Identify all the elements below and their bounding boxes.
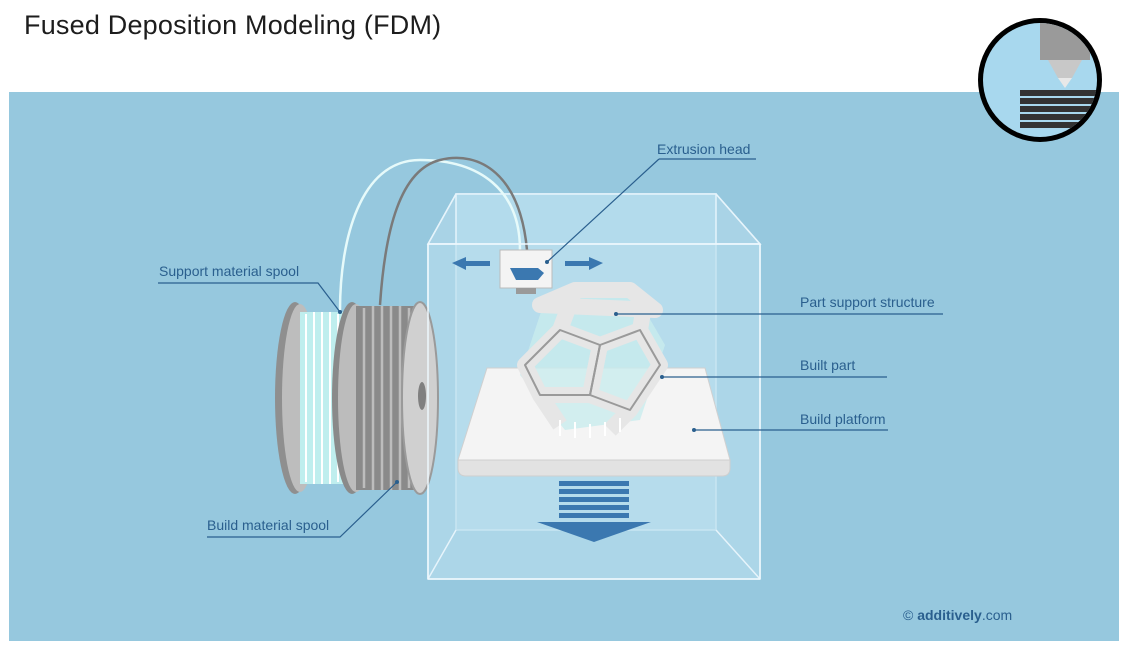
left-arrow-icon (452, 257, 490, 270)
extrusion-head (499, 249, 553, 294)
label-extrusion-head: Extrusion head (657, 141, 751, 157)
brand-suffix: .com (981, 607, 1013, 623)
credit-link[interactable]: © additively.com (903, 607, 1012, 623)
label-built-part: Built part (800, 357, 856, 373)
right-arrow-icon (565, 257, 603, 270)
label-build-spool: Build material spool (207, 517, 330, 533)
brand-name: additively (917, 607, 982, 623)
nozzle-detail-icon (978, 18, 1102, 142)
copyright-symbol: © (903, 607, 914, 623)
build-spool (332, 301, 439, 495)
built-part (517, 282, 668, 438)
page-title: Fused Deposition Modeling (FDM) (24, 10, 442, 40)
support-spool (275, 302, 345, 494)
platform-down-arrow (537, 481, 651, 542)
label-part-support: Part support structure (800, 294, 935, 310)
label-support-spool: Support material spool (159, 263, 300, 279)
label-build-platform: Build platform (800, 411, 886, 427)
